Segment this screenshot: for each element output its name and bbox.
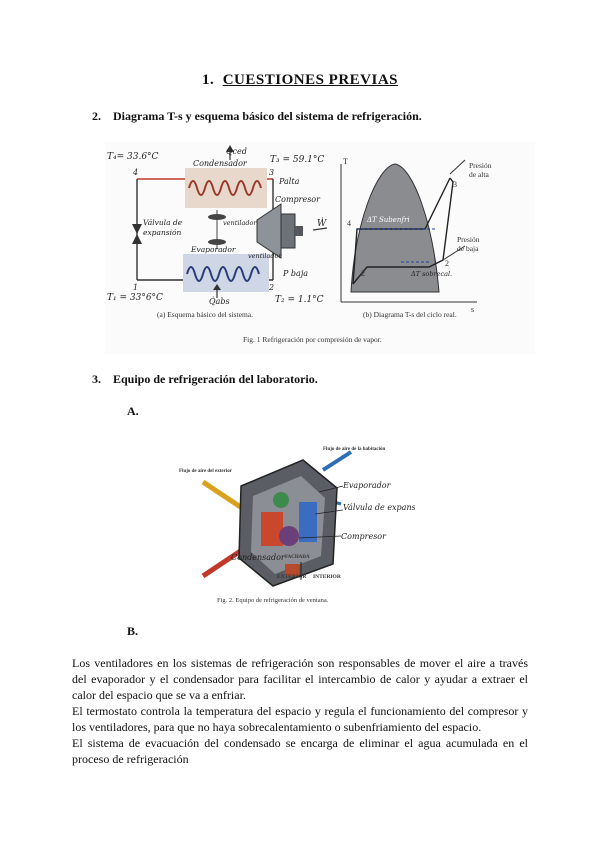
state-3-label: 3 xyxy=(269,168,274,177)
fan-part xyxy=(273,492,289,508)
evaporator-label: Evaporador xyxy=(190,245,236,254)
evaporator-coil-part xyxy=(299,502,317,542)
figure-2-caption: Fig. 2. Equipo de refrigeración de venta… xyxy=(217,597,329,604)
q-abs-label: Q̇abs xyxy=(209,297,230,306)
condenser-coil-part xyxy=(261,512,283,546)
t2-label: T₂ = 1.1°C xyxy=(275,295,324,305)
p-baja-label: P baja xyxy=(282,269,308,278)
ts-point-2: 2 xyxy=(445,259,449,268)
fan-label-top: ventilador xyxy=(223,219,257,227)
paragraph-thermostat: El termostato controla la temperatura de… xyxy=(72,704,528,735)
section-1-number: 1. xyxy=(201,72,215,88)
valve-top xyxy=(132,224,142,234)
s-axis-label: s xyxy=(471,305,474,314)
section-1-heading: CUESTIONES PREVIAS xyxy=(222,72,399,88)
condenser-coil xyxy=(188,180,262,196)
outside-air-arrow xyxy=(201,479,247,513)
exterior-label: EXTERIOR xyxy=(277,574,307,580)
section-1-title: 1. CUESTIONES PREVIAS xyxy=(0,72,600,89)
presion-baja-1: Presión xyxy=(457,235,480,244)
high-pressure-isobar xyxy=(449,159,466,175)
work-label: Ẇ xyxy=(317,217,327,229)
condensador-label: Condensador xyxy=(231,553,286,562)
sub-b-label: B. xyxy=(127,624,139,638)
hot-air-arrow xyxy=(201,545,247,579)
room-air-label: Flujo de aire de la habitación xyxy=(323,447,385,452)
caption-b: (b) Diagrama T-s del ciclo real. xyxy=(363,310,457,319)
cycle-path-high xyxy=(352,177,451,285)
facade-wall xyxy=(285,564,299,576)
ts-point-1: 1 xyxy=(433,257,437,266)
ts-point-3: 3 xyxy=(453,180,457,189)
leader-evaporador xyxy=(318,485,344,493)
state-4-label: 4 xyxy=(132,168,138,177)
t3-label: T₃ = 59.1°C xyxy=(270,155,324,165)
evaporador-label: Evaporador xyxy=(342,481,392,490)
t-axis-label: T xyxy=(343,157,348,166)
figure-2: Flujo de aire del exterior Flujo de aire… xyxy=(173,440,428,616)
dt-subcooling-label: ΔT Subenfri xyxy=(366,216,410,224)
saturation-dome xyxy=(350,163,440,293)
compressor-label: Compresor xyxy=(275,195,321,204)
state-1-label: 1 xyxy=(133,283,138,292)
ac-unit-inner xyxy=(251,476,325,574)
leader-compresor xyxy=(298,535,342,539)
figure-1: T₄= 33.6°C 4 T₁ = 33°6°C 1 Q̇ced Condens… xyxy=(105,142,535,354)
outside-air-label: Flujo de aire del exterior xyxy=(179,469,233,474)
evaporator-coil xyxy=(186,266,260,282)
dt-superheat-label: ΔT sobrecal. xyxy=(410,270,452,278)
sub-a-label: A. xyxy=(127,404,139,418)
q-ced-label: Q̇ced xyxy=(226,147,247,156)
figure-2-drawing: Flujo de aire del exterior Flujo de aire… xyxy=(179,447,428,604)
cycle-path-low xyxy=(352,177,454,285)
valvula-label: Válvula de expansión xyxy=(343,503,415,512)
p-alta-label: Palta xyxy=(278,177,300,186)
ts-point-2b: 2 xyxy=(361,269,365,278)
state-2-label: 2 xyxy=(268,283,274,292)
condenser-label: Condensador xyxy=(193,159,248,168)
t4-label: T₄= 33.6°C xyxy=(107,152,159,162)
section-2-heading: 2. Diagrama T-s y esquema básico del sis… xyxy=(92,109,422,123)
paragraph-drain: El sistema de evacuación del condensado … xyxy=(72,736,528,767)
compressor-body xyxy=(256,203,282,259)
figure-1-caption: Fig. 1 Refrigeración por compresión de v… xyxy=(243,335,382,344)
figure-1-drawing: T₄= 33.6°C 4 T₁ = 33°6°C 1 Q̇ced Condens… xyxy=(107,145,492,344)
section-3-heading: 3. Equipo de refrigeración del laborator… xyxy=(92,372,318,386)
presion-alta-2: de alta xyxy=(469,170,489,179)
compresor-label: Compresor xyxy=(341,532,387,541)
q-ced-arrow-head xyxy=(226,145,234,152)
leader-valvula xyxy=(314,509,344,515)
fachada-label: FACHADA xyxy=(285,555,310,560)
compressor-part xyxy=(279,526,299,546)
fan-label-bottom: ventilador xyxy=(248,252,282,260)
t1-label: T₁ = 33°6°C xyxy=(107,293,163,303)
q-abs-arrow-head xyxy=(213,284,221,290)
expansion-label: expansión xyxy=(143,228,182,237)
interior-label: INTERIOR xyxy=(313,574,342,580)
low-pressure-isobar xyxy=(442,245,466,261)
valve-bottom xyxy=(132,234,142,244)
presion-baja-2: de baja xyxy=(457,244,479,253)
caption-a: (a) Esquema básico del sistema. xyxy=(157,310,253,319)
work-arrow xyxy=(312,227,328,231)
ts-point-4: 4 xyxy=(347,219,351,228)
valve-label: Válvula de xyxy=(143,218,183,227)
room-air-arrow xyxy=(321,450,353,472)
compressor-shaft xyxy=(295,226,303,236)
compressor-motor xyxy=(280,213,296,249)
paragraph-fans: Los ventiladores en los sistemas de refr… xyxy=(72,656,528,703)
presion-alta-1: Presión xyxy=(469,161,492,170)
